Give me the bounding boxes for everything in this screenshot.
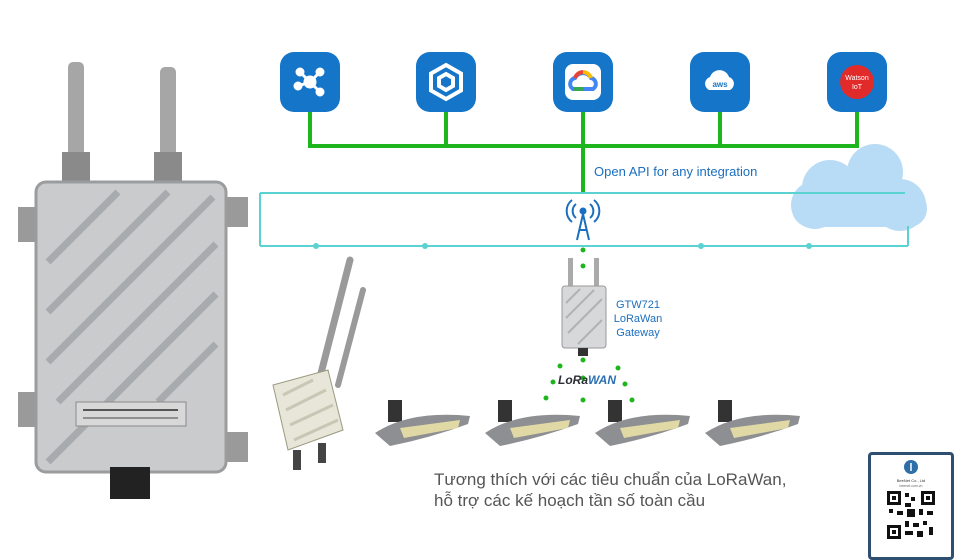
qr-subtitle: beenet.com.vn <box>899 484 923 488</box>
cloud-shape <box>791 144 927 231</box>
lorawan-logo-part1: LoRa <box>558 373 588 387</box>
small-gateway-device <box>272 256 366 470</box>
hub-icon <box>280 52 340 112</box>
street-lights <box>375 400 800 446</box>
aws-cloud-icon: aws <box>690 52 750 112</box>
qr-company: BeeNet Co., Ltd <box>896 478 926 483</box>
hexagon-icon <box>416 52 476 112</box>
street-light-icon <box>595 400 690 446</box>
street-light-icon <box>485 400 580 446</box>
street-light-icon <box>705 400 800 446</box>
gateway-label: GTW721 LoRaWan Gateway <box>612 298 664 340</box>
watson-label: Watson <box>845 75 869 82</box>
qr-code-icon[interactable] <box>887 491 935 539</box>
logo-icon <box>904 460 918 474</box>
central-gateway-device <box>561 258 607 356</box>
caption-line-1: Tương thích với các tiêu chuẩn của LoRaW… <box>434 470 787 489</box>
caption: Tương thích với các tiêu chuẩn của LoRaW… <box>434 469 786 511</box>
api-label: Open API for any integration <box>594 164 758 179</box>
gateway-protocol: LoRaWan <box>613 313 663 325</box>
iot-label: IoT <box>852 84 863 91</box>
street-light-icon <box>375 400 470 446</box>
gateway-model: GTW721 <box>615 299 660 311</box>
large-gateway-device <box>18 62 248 499</box>
lorawan-logo-part2: WAN <box>588 373 616 387</box>
google-cloud-icon <box>553 52 613 112</box>
radio-tower-icon <box>565 199 601 241</box>
caption-line-2: hỗ trợ các kế hoạch tần số toàn cầu <box>434 491 706 510</box>
gateway-type: Gateway <box>616 327 660 339</box>
watson-iot-icon: Watson IoT <box>827 52 887 112</box>
qr-card: BeeNet Co., Ltd beenet.com.vn <box>868 452 954 560</box>
lorawan-logo: LoRaWAN <box>558 373 616 387</box>
aws-label: aws <box>712 80 728 89</box>
